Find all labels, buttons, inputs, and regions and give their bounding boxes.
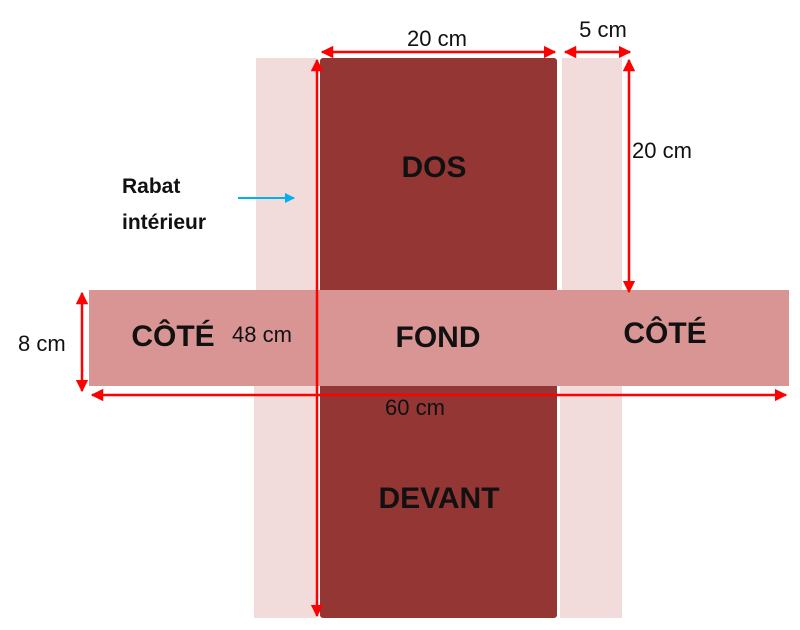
dim-label-length-60: 60 cm: [385, 395, 445, 420]
dim-label-depth-8: 8 cm: [18, 331, 66, 356]
flap-top-right: [562, 58, 622, 290]
flap-bottom-right: [560, 386, 622, 618]
label-fond: FOND: [396, 321, 481, 354]
label-devant: DEVANT: [378, 482, 499, 515]
label-dos: DOS: [401, 151, 466, 184]
panel-strip-cote-fond: [89, 290, 789, 386]
label-cote-left: CÔTÉ: [131, 319, 214, 353]
label-rabat-line1: Rabat: [122, 175, 180, 198]
flap-top-left: [256, 58, 316, 290]
dim-label-width-20: 20 cm: [407, 26, 467, 51]
label-rabat-line2: intérieur: [122, 211, 206, 234]
flap-bottom-left: [254, 386, 316, 618]
label-cote-right: CÔTÉ: [623, 316, 706, 350]
dim-label-length-48: 48 cm: [232, 322, 292, 347]
dim-label-height-20: 20 cm: [632, 138, 692, 163]
dim-label-flap-5: 5 cm: [579, 17, 627, 42]
